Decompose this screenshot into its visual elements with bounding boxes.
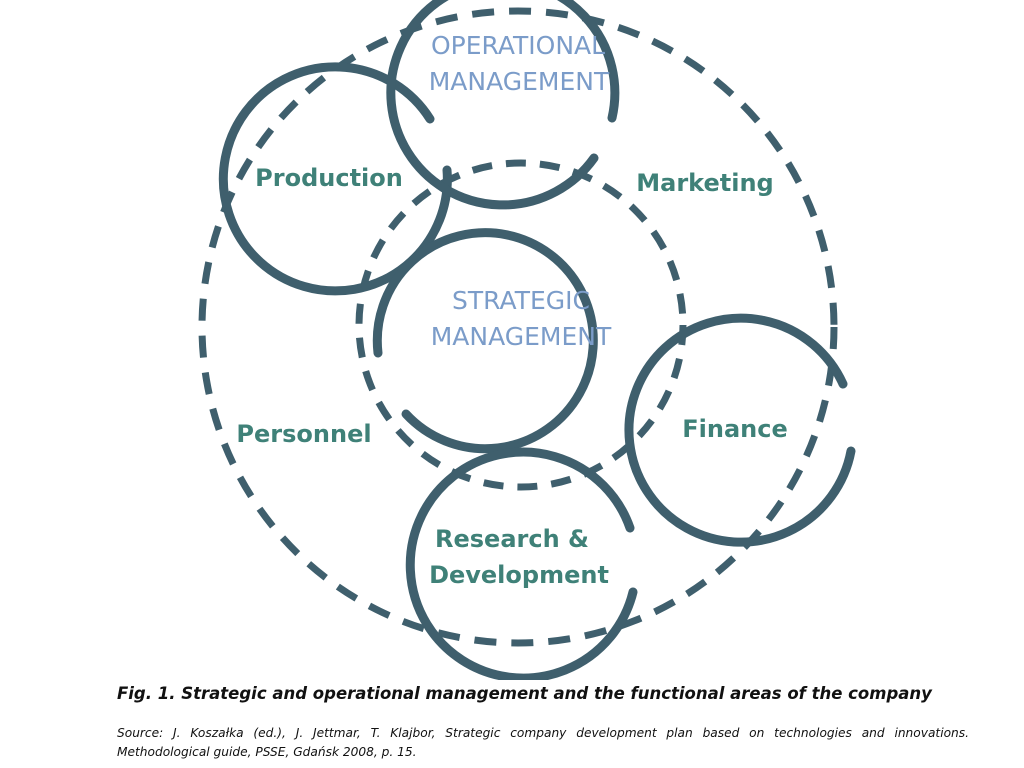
marketing-ring (386, 0, 620, 210)
operational-management-boundary (198, 7, 838, 647)
finance-ring (624, 313, 856, 547)
strategic-management-boundary (355, 159, 687, 491)
personnel-label: Personnel (236, 420, 371, 448)
management-diagram: OPERATIONAL MANAGEMENT STRATEGIC MANAGEM… (198, 0, 856, 680)
finance-label: Finance (682, 415, 788, 443)
figure-source: Source: J. Koszałka (ed.), J. Jettmar, T… (117, 726, 969, 759)
operational-management-label: OPERATIONAL (431, 31, 605, 60)
marketing-label: Marketing (636, 169, 773, 197)
research-development-ring (405, 447, 638, 680)
research-development-label-line2: Development (429, 561, 609, 589)
strategic-management-label: STRATEGIC (452, 286, 590, 315)
production-label: Production (255, 164, 403, 192)
personnel-ring (372, 228, 598, 454)
operational-management-label-line2: MANAGEMENT (429, 67, 610, 96)
figure-caption: Fig. 1. Strategic and operational manage… (117, 684, 932, 703)
research-development-label: Research & (435, 525, 589, 553)
strategic-management-label-line2: MANAGEMENT (431, 322, 612, 351)
